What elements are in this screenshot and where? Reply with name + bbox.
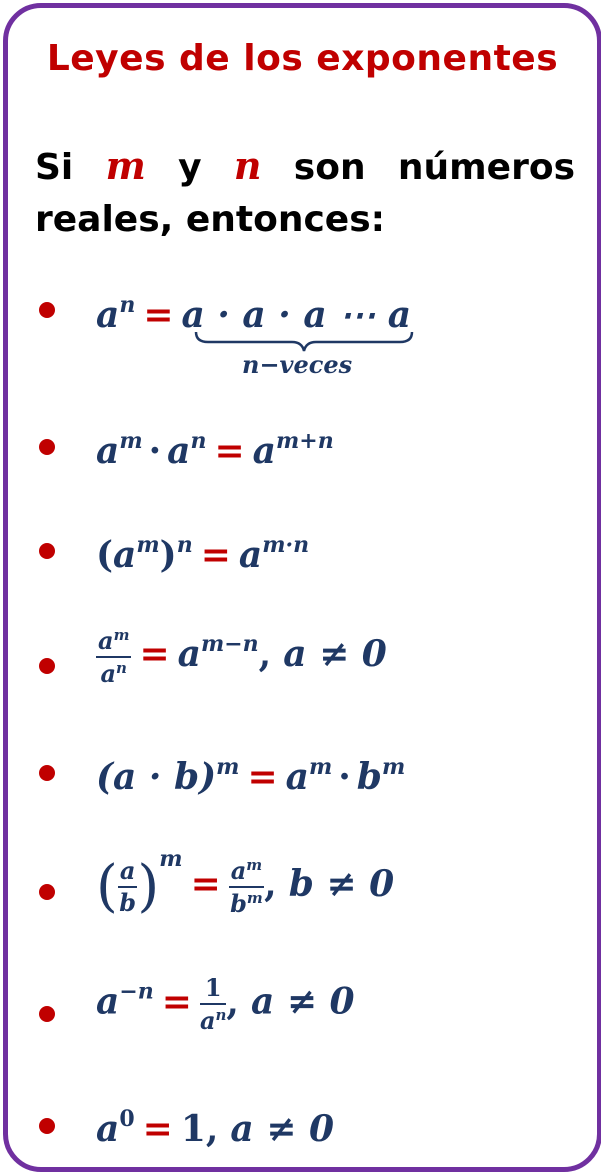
page-title: Leyes de los exponentes	[46, 38, 559, 79]
condition: a ≠ 0	[283, 633, 387, 675]
bullet-icon	[39, 302, 55, 318]
formula-product-power: (a · b)m=am·bm	[96, 754, 406, 798]
bullet-icon	[39, 543, 55, 559]
intro-var-m: m	[105, 143, 146, 188]
formula-zero-exponent: a0=1,a ≠ 0	[96, 1106, 335, 1150]
bullet-icon	[39, 884, 55, 900]
bullet-icon	[39, 658, 55, 674]
bullet-icon	[39, 1006, 55, 1022]
formula-quotient: am an =am−n,a ≠ 0	[96, 626, 387, 688]
formula-negative-exponent: a−n= 1 an ,a ≠ 0	[96, 973, 355, 1035]
card-frame: Leyes de los exponentes Si m y n son núm…	[3, 3, 601, 1172]
intro-text: Si m y n son números reales, entonces:	[35, 143, 575, 240]
condition: a ≠ 0	[230, 1108, 335, 1150]
fraction: am bm	[228, 856, 265, 918]
formula-power: (am)n=am·n	[96, 532, 310, 576]
intro-line2: reales, entonces:	[35, 199, 386, 240]
bullet-icon	[39, 439, 55, 455]
fraction: 1 an	[199, 973, 227, 1035]
intro-si: Si	[35, 147, 74, 188]
formula-product: am·an=am+n	[96, 428, 334, 472]
fraction: am an	[96, 626, 132, 688]
condition: b ≠ 0	[288, 863, 395, 905]
underbrace-icon	[194, 331, 414, 352]
brace-label: n−veces	[242, 350, 353, 379]
bullet-icon	[39, 765, 55, 781]
formula-quotient-power: ( a b )m= am bm ,b ≠ 0	[96, 846, 395, 919]
condition: a ≠ 0	[250, 980, 355, 1023]
intro-y: y	[178, 147, 202, 188]
bullet-icon	[39, 1118, 55, 1134]
product-term: a · a · a ⋯ a	[181, 294, 412, 336]
fraction: a b	[117, 856, 138, 917]
formula-definition: an=a · a · a ⋯ a	[96, 292, 412, 336]
intro-numeros: números	[397, 147, 575, 188]
intro-var-n: n	[233, 143, 262, 188]
intro-son: son	[293, 147, 366, 188]
